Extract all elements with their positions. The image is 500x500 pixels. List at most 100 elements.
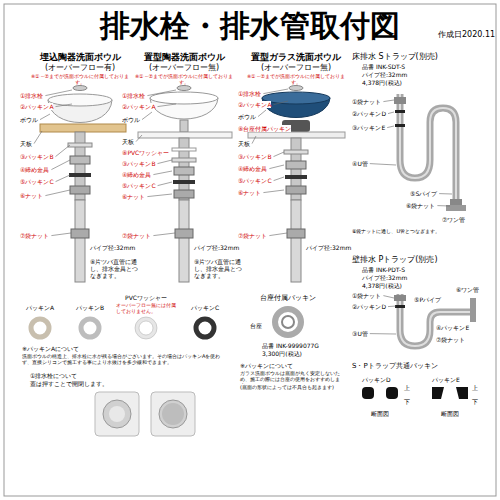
washer-ring (137, 319, 155, 337)
leader-line (387, 126, 394, 128)
packing (69, 173, 91, 177)
label-holder: ⑤パッキンC (122, 182, 156, 189)
label-holder: (オーバーフロー無) (261, 63, 331, 73)
part-label: ④締め金具 (20, 166, 49, 173)
part-label: 天板 (122, 138, 134, 145)
leader-line (269, 165, 284, 169)
leader-line (383, 296, 394, 298)
part-label: ⑥ナット (20, 192, 43, 199)
drain-photo (151, 392, 195, 436)
label-holder: 品番 INK-PDT-S (362, 266, 405, 273)
nut (71, 229, 89, 238)
part-label: パイプ径:32mm (362, 71, 407, 78)
label-holder: ③パッキンB (238, 153, 272, 160)
label-holder: ④締め金具 (20, 166, 49, 173)
label-holder: (オーバーフロー有) (45, 63, 115, 73)
part-label: ②パッキンA (20, 103, 53, 110)
label-holder: 4,378円(税込) (362, 79, 402, 86)
label-holder: ⑦袋ナット (238, 232, 267, 239)
part-label: パイプ径:32mm (90, 244, 135, 251)
label-holder: 天板 (20, 140, 32, 147)
wall-flange (470, 298, 476, 322)
packing-section (362, 387, 374, 399)
label-holder: ①排水栓 (20, 92, 43, 99)
drain-plug (109, 406, 125, 422)
label-holder: ④パッキンE (436, 324, 469, 331)
part-label: パッキンD (362, 376, 391, 383)
nut (286, 186, 306, 194)
leader-line (383, 100, 394, 102)
part-label: パッキンB (76, 304, 104, 311)
label-holder: ①排水栓 (238, 90, 261, 97)
label-holder: ⑥ナット (238, 189, 261, 196)
label-holder: ③パッキンB (122, 160, 156, 167)
packing (395, 305, 405, 308)
part-label: 3,300円(税込) (262, 350, 302, 357)
label-holder: 床排水 Sトラップ(別売) (352, 52, 438, 62)
part-label: ④締め金具 (122, 171, 151, 178)
label-holder: 上 (472, 384, 478, 391)
label-holder: パイプ径:32mm (362, 274, 407, 281)
part-label: ④パッキンE (436, 324, 469, 331)
label-holder: ⑤Sパイプ (410, 190, 437, 197)
label-holder: ボウル (238, 113, 256, 120)
s-trap (400, 94, 456, 205)
title: 排水栓・排水管取付図 (100, 8, 400, 44)
leader-line (157, 104, 176, 107)
part-label: ⑤パッキンC (20, 178, 54, 185)
leader-line (263, 89, 288, 94)
label-holder: ボウル (20, 116, 38, 123)
drain-photo (95, 392, 139, 436)
section-heading: 埋込陶器洗面ボウル (40, 52, 121, 63)
packing-ring (81, 319, 99, 337)
label-holder: ⑦袋ナット (122, 232, 151, 239)
leader-line (263, 190, 284, 193)
label-holder: ②パッキンD (352, 303, 386, 310)
leader-line (147, 194, 172, 197)
part-label: ⑤Sパイプ (410, 190, 437, 197)
label-holder: ボウル (122, 116, 140, 123)
leader-line (370, 333, 396, 334)
part-label: ⑥袋ナット (406, 202, 435, 209)
leader-line (370, 164, 396, 165)
nut (174, 190, 194, 198)
part-label: 床排水 Sトラップ(別売) (352, 52, 438, 62)
note-text: ⑧片ツバ直管に通し、排水金具とつなぎます。 (90, 258, 140, 280)
part-label: ①袋ナット (352, 292, 381, 299)
nut (394, 295, 406, 301)
part-label: 品番 INK-9999077G (262, 342, 319, 349)
part-label: PVCワッシャー (125, 294, 167, 301)
leader-line (136, 135, 142, 142)
packing (395, 124, 405, 127)
nut (287, 229, 305, 238)
bowl-rim (48, 94, 112, 106)
part-label: ⑥ナット (238, 189, 261, 196)
label-holder: 置型ガラス洗面ボウル (251, 52, 341, 63)
part-label: 4,378円(税込) (362, 79, 402, 86)
drain-plug (162, 403, 184, 425)
pipe (75, 200, 85, 282)
washer (172, 148, 196, 151)
part-label: ④締め金具 (238, 165, 267, 172)
label-holder: ①排水栓について (30, 372, 77, 379)
label-holder: ※①～⑦までが洗面ボウルに付属しております。 (30, 73, 130, 85)
label-holder: パッキンC (191, 304, 219, 311)
part-label: 断面図 (371, 410, 389, 417)
part-label: S・Pトラップ共通パッキン (352, 362, 438, 370)
nut (70, 186, 90, 194)
part-label: ①排水栓 (122, 92, 145, 99)
page-frame (4, 4, 496, 496)
washer-ring (139, 321, 153, 335)
label-holder: オーバーフロー無には付属しておりません。 (116, 302, 176, 314)
part-label: ⑤パッキンC (122, 182, 156, 189)
drain-cap (177, 86, 191, 91)
counter-top (248, 132, 345, 138)
part-label: ボウル (20, 116, 38, 123)
label-holder: ③パッキンB (20, 153, 54, 160)
part-label: ③パッキンB (20, 153, 54, 160)
packing (68, 143, 92, 147)
label-holder: 埋込陶器洗面ボウル (40, 52, 121, 63)
packing-section (386, 387, 398, 399)
part-label: 品番 INK-PDT-S (362, 266, 405, 273)
